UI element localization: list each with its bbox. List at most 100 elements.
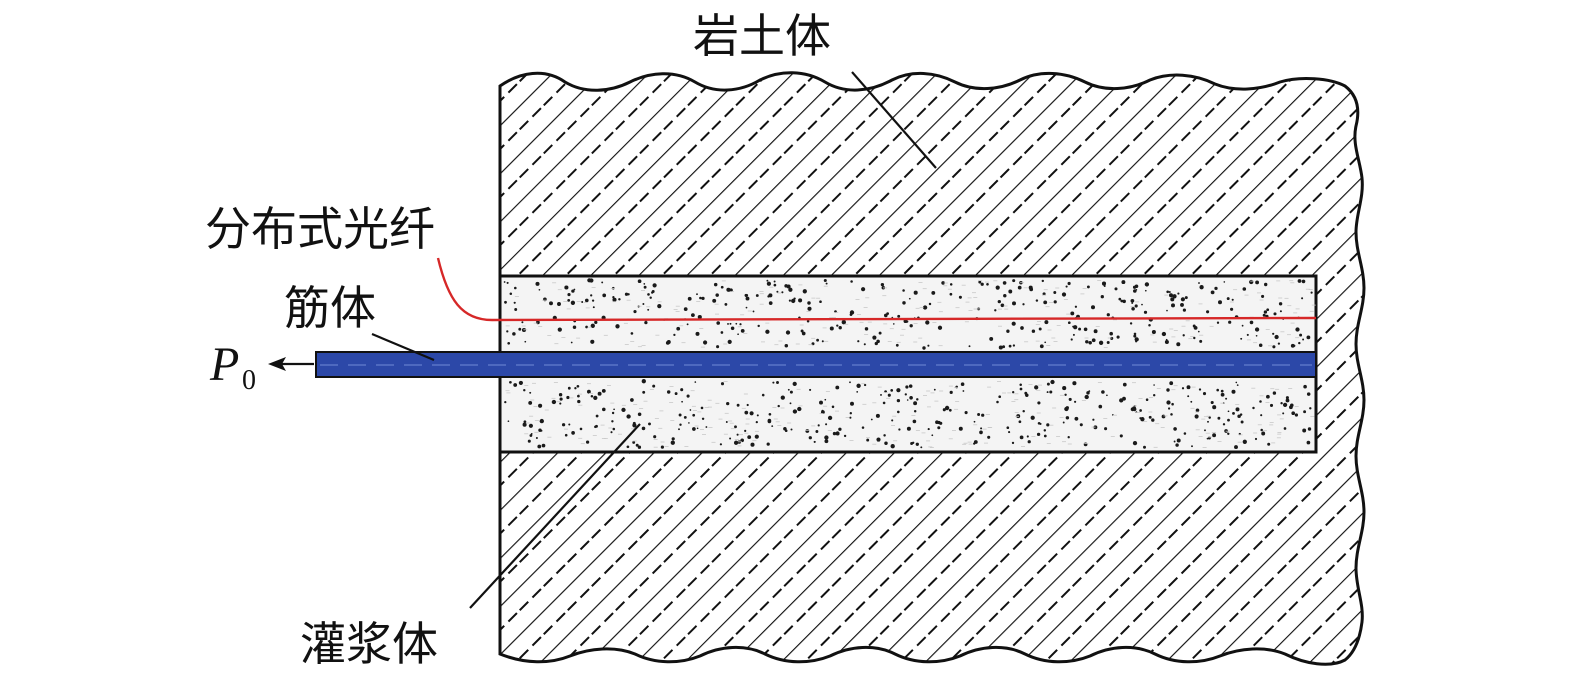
grout-speck	[1072, 333, 1075, 336]
grout-speck	[909, 324, 913, 328]
grout-speck	[876, 437, 881, 442]
grout-speck	[571, 289, 575, 293]
grout-speck	[766, 279, 769, 282]
grout-speck	[875, 413, 880, 418]
grout-speck	[590, 339, 595, 344]
grout-speck	[630, 332, 634, 335]
grout-speck	[513, 301, 516, 304]
grout-speck	[696, 293, 698, 296]
grout-speck	[590, 323, 595, 328]
grout-speck	[1273, 312, 1277, 316]
grout-speck	[771, 425, 774, 428]
grout-speck	[1036, 432, 1041, 437]
grout-speck	[527, 439, 531, 443]
grout-speck	[1121, 280, 1126, 285]
grout-speck	[768, 412, 772, 416]
grout-speck	[529, 434, 533, 437]
grout-speck	[1064, 393, 1067, 396]
grout-speck	[1046, 423, 1050, 427]
grout-speck	[766, 442, 770, 446]
grout-speck	[538, 288, 541, 291]
grout-speck	[1263, 310, 1268, 314]
grout-speck	[913, 290, 918, 295]
grout-speck	[978, 280, 982, 284]
grout-speck	[1177, 292, 1180, 295]
grout-speck	[1133, 332, 1137, 336]
grout-speck	[1222, 423, 1226, 426]
grout-speck	[1119, 434, 1123, 438]
grout-speck	[1141, 303, 1143, 306]
grout-speck	[1249, 279, 1254, 285]
grout-speck	[908, 384, 913, 388]
grout-speck	[925, 320, 930, 325]
grout-speck	[912, 441, 915, 444]
grout-speck	[1134, 304, 1138, 308]
grout-speck	[922, 346, 926, 350]
grout-speck	[592, 306, 595, 309]
grout-speck	[968, 345, 971, 348]
rock-soil-leader	[851, 71, 937, 169]
grout-speck	[568, 423, 571, 426]
grout-speck	[676, 326, 681, 331]
grout-speck	[1027, 440, 1031, 444]
grout-speck	[964, 411, 968, 415]
grout-speck	[1070, 311, 1075, 316]
grout-speck	[1172, 294, 1177, 299]
grout-speck	[784, 284, 788, 288]
grout-speck	[602, 293, 607, 298]
grout-speck	[1144, 289, 1147, 292]
grout-speck	[1197, 330, 1200, 333]
grout-speck	[1173, 427, 1177, 431]
grout-speck	[1084, 394, 1089, 400]
grout-speck	[559, 402, 562, 405]
grout-speck	[716, 345, 720, 349]
grout-speck	[987, 435, 991, 439]
grout-speck	[1118, 297, 1122, 301]
grout-speck	[1164, 339, 1169, 345]
grout-label: 灌浆体	[300, 617, 438, 671]
grout-speck	[660, 445, 664, 449]
tendon-label: 筋体	[284, 281, 376, 335]
grout-speck	[866, 438, 870, 442]
grout-speck	[1061, 292, 1067, 297]
grout-speck	[939, 421, 943, 425]
grout-speck	[1018, 420, 1022, 424]
grout-speck	[611, 411, 615, 415]
grout-speck	[705, 426, 708, 428]
fiber-label: 分布式光纤	[205, 202, 435, 256]
grout-speck	[727, 339, 732, 344]
grout-speck	[1008, 431, 1011, 434]
grout-speck	[821, 340, 824, 343]
grout-speck	[905, 385, 909, 389]
grout-speck	[958, 426, 963, 431]
grout-speck	[856, 391, 859, 393]
grout-speck	[807, 301, 811, 305]
grout-speck	[1151, 329, 1156, 335]
grout-speck	[601, 389, 606, 393]
grout-speck	[1043, 434, 1047, 438]
grout-speck	[831, 405, 835, 409]
grout-speck	[1019, 383, 1022, 387]
grout-speck	[1120, 299, 1124, 303]
grout-speck	[1078, 327, 1082, 331]
grout-speck	[1122, 382, 1127, 387]
grout-speck	[1020, 326, 1024, 330]
grout-speck	[849, 416, 852, 419]
grout-speck	[1144, 282, 1150, 287]
grout-speck	[1282, 412, 1285, 415]
grout-speck	[1131, 307, 1135, 311]
grout-speck	[1074, 305, 1078, 308]
grout-speck	[1259, 400, 1262, 403]
grout-speck	[696, 427, 699, 430]
grout-speck	[585, 325, 588, 329]
grout-speck	[788, 299, 791, 302]
grout-speck	[1218, 300, 1222, 305]
grout-speck	[998, 345, 1003, 350]
grout-speck	[841, 320, 846, 325]
grout-speck	[615, 324, 620, 329]
grout-speck	[1230, 307, 1234, 311]
grout-speck	[647, 308, 650, 311]
grout-speck	[1022, 409, 1025, 413]
grout-speck	[1234, 445, 1238, 450]
grout-speck	[726, 401, 730, 406]
